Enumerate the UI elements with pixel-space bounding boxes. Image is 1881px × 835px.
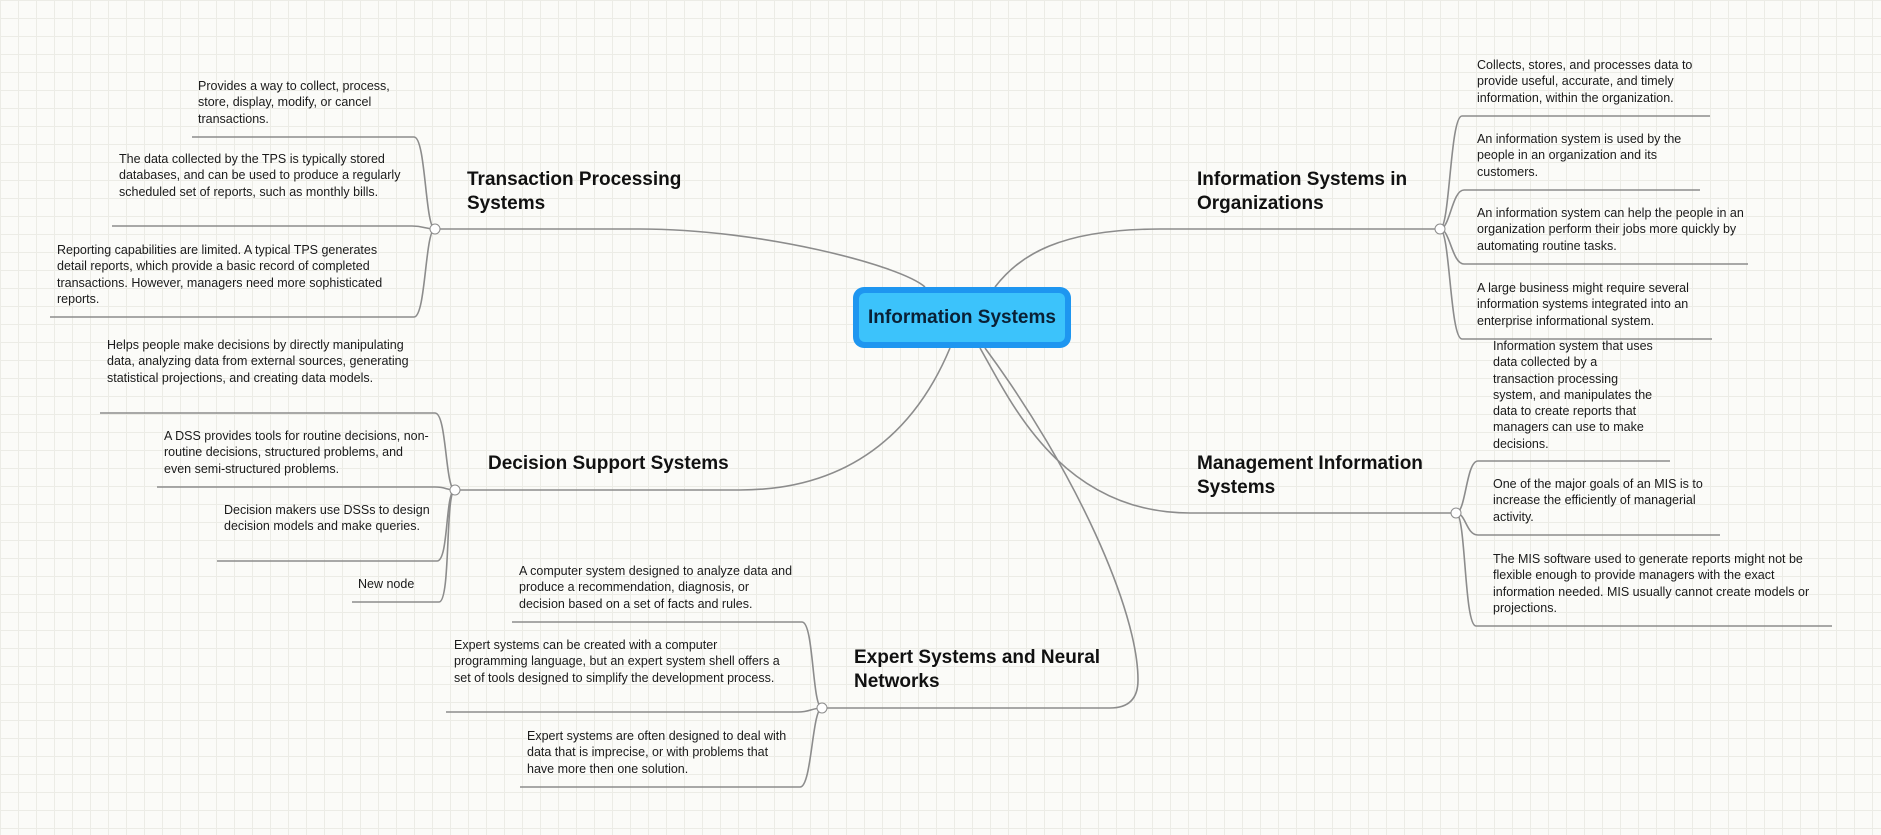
edge-root-expert xyxy=(822,347,1139,709)
subtopic-management-2[interactable]: One of the major goals of an MIS is to i… xyxy=(1493,477,1703,524)
edge-decision-2 xyxy=(157,486,456,491)
root-topic[interactable]: Information Systems xyxy=(853,287,1071,348)
collapse-toggle-organizations[interactable] xyxy=(1434,223,1446,235)
subtopic-expert-1[interactable]: A computer system designed to analyze da… xyxy=(519,564,793,611)
root-topic-label: Information Systems xyxy=(859,293,1065,342)
subtopic-management-1[interactable]: Information system that uses data collec… xyxy=(1493,339,1653,451)
topic-expert-systems-and-neural-networks[interactable]: Expert Systems and Neural Networks xyxy=(854,647,1101,692)
topic-decision-support-systems[interactable]: Decision Support Systems xyxy=(488,453,729,474)
edge-root-organizations xyxy=(994,228,1440,288)
subtopic-expert-3[interactable]: Expert systems are often designed to dea… xyxy=(527,729,787,776)
collapse-toggle-management[interactable] xyxy=(1450,507,1462,519)
subtopic-transaction-3[interactable]: Reporting capabilities are limited. A ty… xyxy=(57,243,383,306)
subtopic-organizations-4[interactable]: A large business might require several i… xyxy=(1477,281,1689,328)
edge-root-management xyxy=(979,347,1456,514)
subtopic-transaction-1[interactable]: Provides a way to collect, process, stor… xyxy=(198,79,390,126)
edge-root-decision xyxy=(455,347,951,491)
subtopic-decision-3[interactable]: Decision makers use DSSs to design decis… xyxy=(224,503,430,534)
subtopic-decision-1[interactable]: Helps people make decisions by directly … xyxy=(107,338,409,385)
collapse-toggle-expert[interactable] xyxy=(816,702,828,714)
topic-transaction-processing-systems[interactable]: Transaction Processing Systems xyxy=(467,169,682,214)
collapse-toggle-decision[interactable] xyxy=(449,484,461,496)
subtopic-management-3[interactable]: The MIS software used to generate report… xyxy=(1493,552,1810,615)
edge-root-transaction xyxy=(435,228,926,288)
topic-information-systems-in-organizations[interactable]: Information Systems in Organizations xyxy=(1197,169,1408,214)
subtopic-organizations-1[interactable]: Collects, stores, and processes data to … xyxy=(1477,58,1693,105)
edge-management-3 xyxy=(1455,512,1832,627)
subtopic-decision-4[interactable]: New node xyxy=(358,577,415,591)
edge-transaction-2 xyxy=(112,225,436,230)
subtopic-organizations-3[interactable]: An information system can help the peopl… xyxy=(1477,206,1744,253)
edge-decision-4 xyxy=(352,489,456,603)
subtopic-expert-2[interactable]: Expert systems can be created with a com… xyxy=(454,638,780,685)
subtopic-decision-2[interactable]: A DSS provides tools for routine decisio… xyxy=(164,429,429,476)
subtopic-transaction-2[interactable]: The data collected by the TPS is typical… xyxy=(119,152,401,199)
edge-expert-2 xyxy=(446,707,823,713)
subtopic-organizations-2[interactable]: An information system is used by the peo… xyxy=(1477,132,1682,179)
topic-management-information-systems[interactable]: Management Information Systems xyxy=(1197,453,1423,498)
collapse-toggle-transaction[interactable] xyxy=(429,223,441,235)
edge-organizations-4 xyxy=(1439,228,1712,340)
